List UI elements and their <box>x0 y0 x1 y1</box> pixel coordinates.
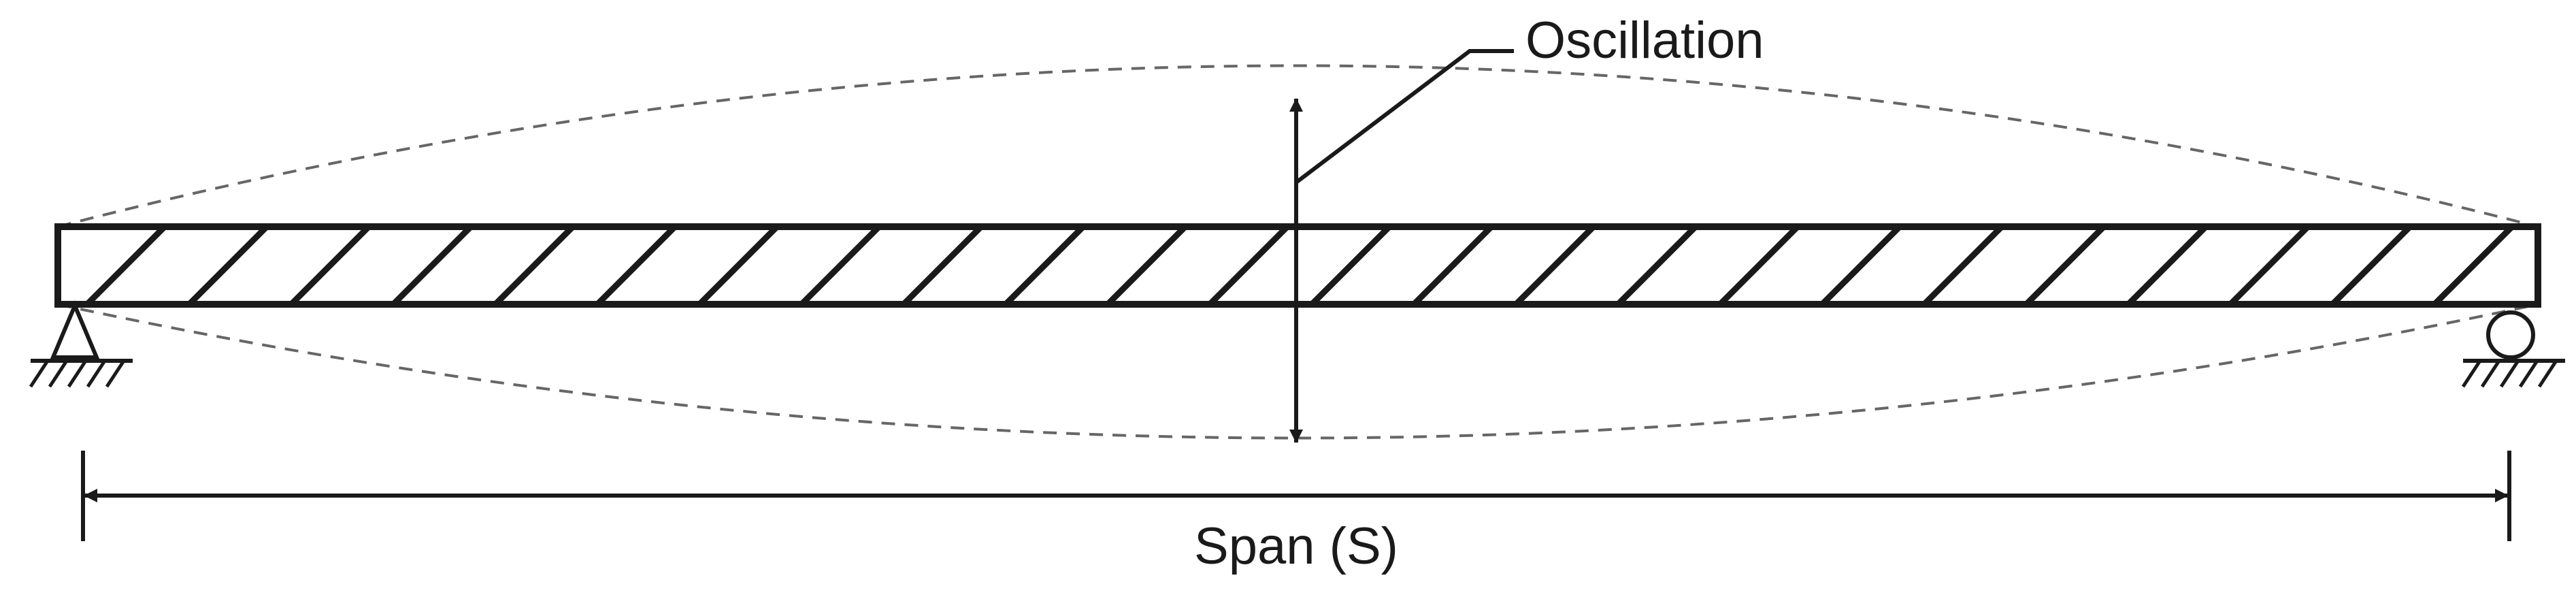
ground-tick <box>2480 359 2501 388</box>
oscillation-label: Oscillation <box>1525 12 1764 69</box>
hatch-line <box>286 227 374 304</box>
ground-tick <box>105 359 126 388</box>
ground-tick <box>2499 359 2520 388</box>
hatch-line <box>184 227 271 304</box>
hatch-line <box>1613 227 1700 304</box>
hatch-line <box>797 227 884 304</box>
hatch-line <box>1205 227 1292 304</box>
roller-support-icon <box>2461 310 2565 388</box>
hatch-line <box>1103 227 1190 304</box>
ground-tick <box>2518 359 2539 388</box>
ground-tick <box>48 359 69 388</box>
hatch-line <box>1919 227 2007 304</box>
hatch-line <box>1715 227 1802 304</box>
hatch-line <box>491 227 578 304</box>
ground-tick <box>86 359 107 388</box>
hatch-line <box>1307 227 1394 304</box>
hatch-line <box>1001 227 1088 304</box>
hatch-line <box>695 227 782 304</box>
hatch-line <box>593 227 680 304</box>
hatch-line <box>2328 227 2415 304</box>
upper-deflection-curve <box>57 64 2539 228</box>
pin-support-icon <box>29 300 133 388</box>
ground-tick <box>2537 359 2558 388</box>
hatch-line <box>2430 227 2517 304</box>
hatch-line <box>899 227 986 304</box>
hatch-line <box>1511 227 1598 304</box>
ground-tick <box>29 359 50 388</box>
hatch-line <box>389 227 476 304</box>
span-label: Span (S) <box>1194 517 1398 575</box>
beam-hatching <box>82 227 2538 304</box>
hatch-line <box>1409 227 1496 304</box>
hatch-line <box>2124 227 2211 304</box>
ground-tick <box>2461 359 2482 388</box>
hatch-line <box>1817 227 1904 304</box>
hatch-line <box>2021 227 2109 304</box>
beam <box>54 223 2541 308</box>
hatch-line <box>82 227 169 304</box>
oscillation-leader-line <box>1295 49 1514 184</box>
hatch-line <box>2226 227 2313 304</box>
ground-hatch <box>29 359 126 388</box>
span-dimension <box>81 451 2511 541</box>
ground-tick <box>67 359 88 388</box>
ground-hatch <box>2461 359 2558 388</box>
